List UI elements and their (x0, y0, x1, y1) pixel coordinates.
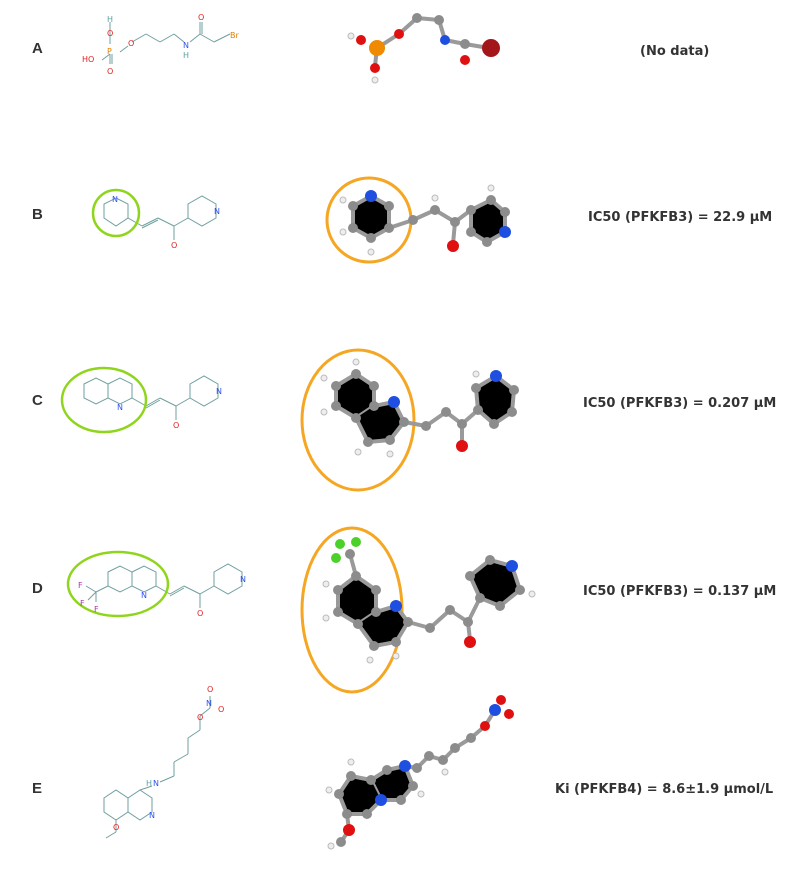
atom-ho: HO (82, 55, 94, 64)
row-label: C (32, 392, 43, 409)
highlight-ring-2d (66, 550, 170, 618)
atom-h: H (107, 15, 113, 24)
atom-p: P (107, 47, 112, 56)
row-b: B N O N (0, 160, 785, 320)
structure-3d-c (300, 348, 519, 492)
highlight-ring-2d (91, 188, 141, 238)
atom-o: O (197, 713, 203, 722)
structure-3d-e (325, 695, 514, 850)
structure-2d-d: F F F N O N (66, 550, 246, 618)
activity-value: IC50 (PFKFB3) = 0.137 μM (583, 584, 777, 599)
atom-n: N (149, 811, 155, 820)
atom-n: N (153, 779, 159, 788)
atom-o: O (198, 13, 204, 22)
atom-h: H (146, 779, 152, 788)
atom-n: N (216, 387, 222, 396)
row-e: E O N O O H N N O (0, 680, 785, 871)
structure-3d-b (325, 176, 511, 264)
atom-f: F (78, 581, 83, 590)
row-label: A (32, 40, 43, 57)
activity-value: Ki (PFKFB4) = 8.6±1.9 μmol/L (555, 782, 774, 797)
atom-o: O (197, 609, 203, 618)
atom-o: O (107, 29, 113, 38)
atom-n: N (214, 207, 220, 216)
atom-o: O (107, 67, 113, 76)
atom-o: O (173, 421, 179, 430)
atom-o: O (207, 685, 213, 694)
atom-f: F (94, 605, 99, 614)
row-label: B (32, 206, 43, 223)
activity-value: IC50 (PFKFB3) = 0.207 μM (583, 396, 777, 411)
row-a: A H O HO P O O N H O Br (0, 0, 785, 160)
structure-3d-d (300, 526, 536, 694)
atom-n: N (183, 41, 189, 50)
atom-n: N (117, 403, 123, 412)
highlight-ring-3d (300, 526, 404, 694)
atom-n: N (206, 699, 212, 708)
atom-br: Br (230, 31, 239, 40)
activity-value: IC50 (PFKFB3) = 22.9 μM (588, 210, 773, 225)
row-c: C N O N (0, 330, 785, 492)
atom-o: O (218, 705, 224, 714)
structure-2d-c: N O N (60, 366, 222, 434)
highlight-ring-3d (300, 348, 416, 492)
structure-2d-e: O N O O H N N O (103, 685, 224, 839)
structure-2d-b: N O N (91, 188, 220, 250)
row-label: E (32, 780, 43, 797)
atom-n: N (112, 195, 118, 204)
highlight-ring-2d (60, 366, 148, 434)
atom-o: O (113, 823, 119, 832)
atom-n: N (141, 591, 147, 600)
atom-o: O (128, 39, 134, 48)
atom-n: N (240, 575, 246, 584)
structure-2d-a: H O HO P O O N H O Br (82, 13, 239, 76)
row-d: D F F F N O N (0, 510, 785, 694)
atom-f: F (80, 599, 85, 608)
structure-3d-a (347, 13, 500, 84)
atom-h: H (183, 51, 189, 60)
activity-value: (No data) (640, 44, 710, 59)
atom-o: O (171, 241, 177, 250)
row-label: D (32, 580, 43, 597)
